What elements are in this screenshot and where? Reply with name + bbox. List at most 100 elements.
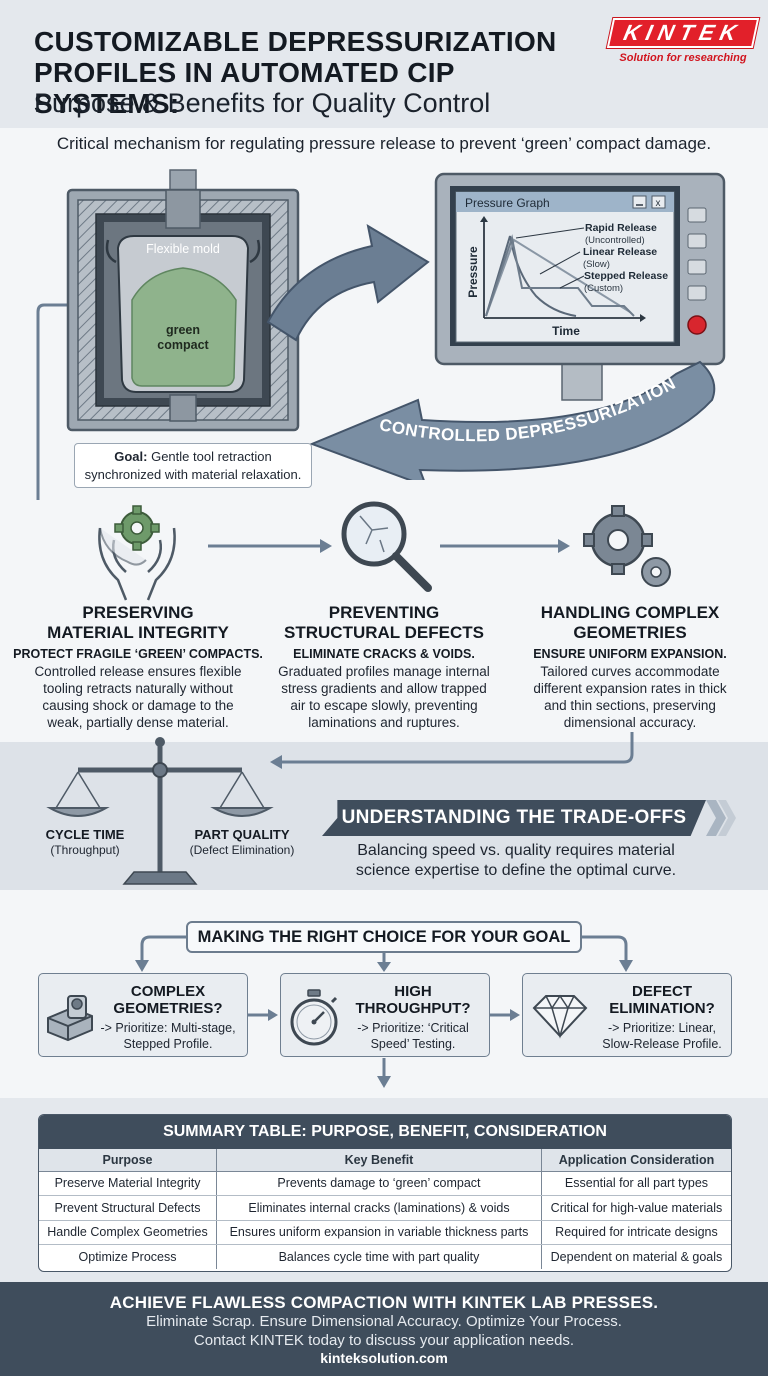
col3-body: Tailored curves accommodate different ex…	[506, 663, 754, 731]
card3-heading-line1: DEFECT	[632, 983, 692, 1000]
col2-heading-line2: STRUCTURAL DEFECTS	[284, 623, 484, 642]
tradeoff-body-line1: Balancing speed vs. quality requires mat…	[357, 842, 675, 859]
col3-heading: HANDLING COMPLEX GEOMETRIES	[512, 603, 748, 643]
logo-tagline: Solution for researching	[619, 52, 747, 64]
col1-heading-line2: MATERIAL INTEGRITY	[47, 623, 229, 642]
table-cell: Preserve Material Integrity	[39, 1171, 218, 1196]
col1-heading: PRESERVING MATERIAL INTEGRITY	[20, 603, 256, 643]
press-and-graph-diagram: Flexible mold green compact x Pressure G…	[36, 169, 726, 500]
card2-heading: HIGH THROUGHPUT?	[340, 983, 486, 1017]
card3-body-line2: Slow-Release Profile.	[602, 1037, 722, 1051]
summary-table: SUMMARY TABLE: PURPOSE, BENEFIT, CONSIDE…	[38, 1114, 732, 1272]
footer-line2: Contact KINTEK today to discuss your app…	[193, 1332, 575, 1349]
card2-heading-line2: THROUGHPUT?	[355, 1000, 471, 1017]
card1-body-line2: Stepped Profile.	[123, 1037, 213, 1051]
col1-line2: tooling retracts naturally without	[43, 681, 233, 696]
col3-heading-line2: GEOMETRIES	[573, 623, 687, 642]
compact-label-line2: compact	[157, 338, 209, 352]
table-cell: Dependent on material & goals	[550, 1250, 723, 1264]
balance-scale-icon	[46, 737, 274, 885]
table-row: Preserve Material Integrity Prevents dam…	[39, 1171, 731, 1196]
col3-heading-line1: HANDLING COMPLEX	[540, 603, 720, 622]
table-cell: Balances cycle time with part quality	[216, 1244, 542, 1269]
page-title: CUSTOMIZABLE DEPRESSURIZATION PROFILES I…	[34, 26, 557, 119]
table-cell: Prevent Structural Defects	[39, 1195, 218, 1221]
cycle-time-sub: (Throughput)	[50, 843, 120, 857]
connector-line-2	[280, 732, 634, 764]
table-cell: Critical for high-value materials	[541, 1195, 731, 1221]
intro-text: Critical mechanism for regulating pressu…	[56, 134, 712, 153]
footer-line1: Eliminate Scrap. Ensure Dimensional Accu…	[146, 1313, 622, 1330]
col1-line4: weak, partially dense material.	[47, 715, 229, 730]
compact-label-line1: green	[166, 323, 200, 337]
part-quality-sub: (Defect Elimination)	[189, 843, 295, 857]
col3-line4: dimensional accuracy.	[563, 715, 697, 730]
card1-heading-line1: COMPLEX	[130, 983, 206, 1000]
col1-body: Controlled release ensures flexible tool…	[14, 663, 262, 731]
stopwatch-icon	[290, 989, 338, 1046]
col3-line1: Tailored curves accommodate	[540, 664, 720, 679]
col2-subheading: ELIMINATE CRACKS & VOIDS.	[293, 647, 475, 661]
footer-url-link[interactable]: kinteksolution.com	[320, 1350, 448, 1366]
graph-x-axis-label: Time	[552, 324, 580, 338]
goal-label: Goal:	[114, 449, 148, 464]
table-row: Handle Complex Geometries Ensures unifor…	[39, 1220, 731, 1245]
table-cell: Ensures uniform expansion in variable th…	[216, 1220, 542, 1245]
table-header-benefit: Key Benefit	[216, 1149, 542, 1172]
tradeoff-banner-text: UNDERSTANDING THE TRADE-OFFS	[341, 807, 687, 828]
footer-headline: ACHIEVE FLAWLESS COMPACTION WITH KINTEK …	[109, 1293, 659, 1312]
card2-body-line2: Speed’ Testing.	[370, 1037, 456, 1051]
col2-body: Graduated profiles manage internal stres…	[260, 663, 508, 731]
choice-title: MAKING THE RIGHT CHOICE FOR YOUR GOAL	[186, 921, 582, 953]
svg-text:x: x	[656, 198, 661, 209]
card1-body-line1: -> Prioritize: Multi-stage,	[100, 1021, 236, 1035]
benefits-icon-row	[98, 501, 671, 601]
card2-heading-line1: HIGH	[394, 983, 432, 1000]
table-header-row: Purpose Key Benefit Application Consider…	[39, 1149, 731, 1172]
part-quality-label: PART QUALITY	[194, 827, 290, 842]
balance-scale-diagram	[46, 732, 736, 885]
table-cell: Optimize Process	[39, 1244, 218, 1269]
bracket-part-icon	[47, 995, 93, 1042]
col3-subheading: ENSURE UNIFORM EXPANSION.	[533, 647, 727, 661]
depressurization-arc: CONTROLLED DEPRESSURIZATION	[309, 360, 716, 480]
diamond-icon	[532, 994, 588, 1039]
col2-line2: stress gradients and allow trapped	[281, 681, 487, 696]
curve-note-linear: (Slow)	[583, 259, 610, 270]
cycle-time-label: CYCLE TIME	[45, 827, 125, 842]
card1-body: -> Prioritize: Multi-stage, Stepped Prof…	[90, 1020, 246, 1052]
logo-text: KINTEK	[621, 20, 745, 45]
card3-body-line1: -> Prioritize: Linear,	[607, 1021, 717, 1035]
summary-table-title: SUMMARY TABLE: PURPOSE, BENEFIT, CONSIDE…	[39, 1115, 731, 1149]
col2-heading-line1: PREVENTING	[328, 603, 440, 622]
col1-line3: causing shock or damage to the	[42, 698, 234, 713]
col2-line4: laminations and ruptures.	[308, 715, 460, 730]
tradeoff-banner	[322, 800, 706, 836]
page-subtitle: Purpose & Benefits for Quality Control	[34, 88, 491, 118]
curve-label-linear: Linear Release	[583, 246, 657, 258]
process-arrow	[266, 223, 430, 342]
goal-callout: Goal: Gentle tool retraction synchronize…	[74, 443, 312, 488]
hands-gear-icon	[98, 505, 176, 601]
choice-card-complex[interactable]	[38, 973, 248, 1057]
table-cell: Essential for all part types	[541, 1171, 731, 1196]
table-cell: Prevents damage to ‘green’ compact	[216, 1171, 542, 1196]
card1-heading: COMPLEX GEOMETRIES?	[96, 983, 240, 1017]
table-header-purpose: Purpose	[39, 1149, 218, 1172]
goal-text-line2: synchronized with material relaxation.	[84, 467, 302, 482]
tradeoff-body-line2: science expertise to define the optimal …	[355, 862, 677, 879]
graph-y-axis-label: Pressure	[466, 246, 480, 298]
col2-heading: PREVENTING STRUCTURAL DEFECTS	[266, 603, 502, 643]
press-chamber-icon	[66, 169, 300, 432]
table-row: Prevent Structural Defects Eliminates in…	[39, 1195, 731, 1221]
graph-window-title: Pressure Graph	[465, 196, 550, 210]
banner-chevron-icon	[706, 800, 736, 836]
curve-label-stepped: Stepped Release	[584, 270, 668, 282]
card3-body: -> Prioritize: Linear, Slow-Release Prof…	[592, 1020, 732, 1052]
logo-badge: KINTEK	[606, 18, 760, 48]
card3-heading: DEFECT ELIMINATION?	[592, 983, 732, 1017]
tradeoff-body: Balancing speed vs. quality requires mat…	[326, 841, 706, 881]
monitor-icon: x	[434, 172, 726, 401]
table-cell: Required for intricate designs	[541, 1220, 731, 1245]
kintek-logo[interactable]: KINTEK Solution for researching	[606, 18, 760, 64]
